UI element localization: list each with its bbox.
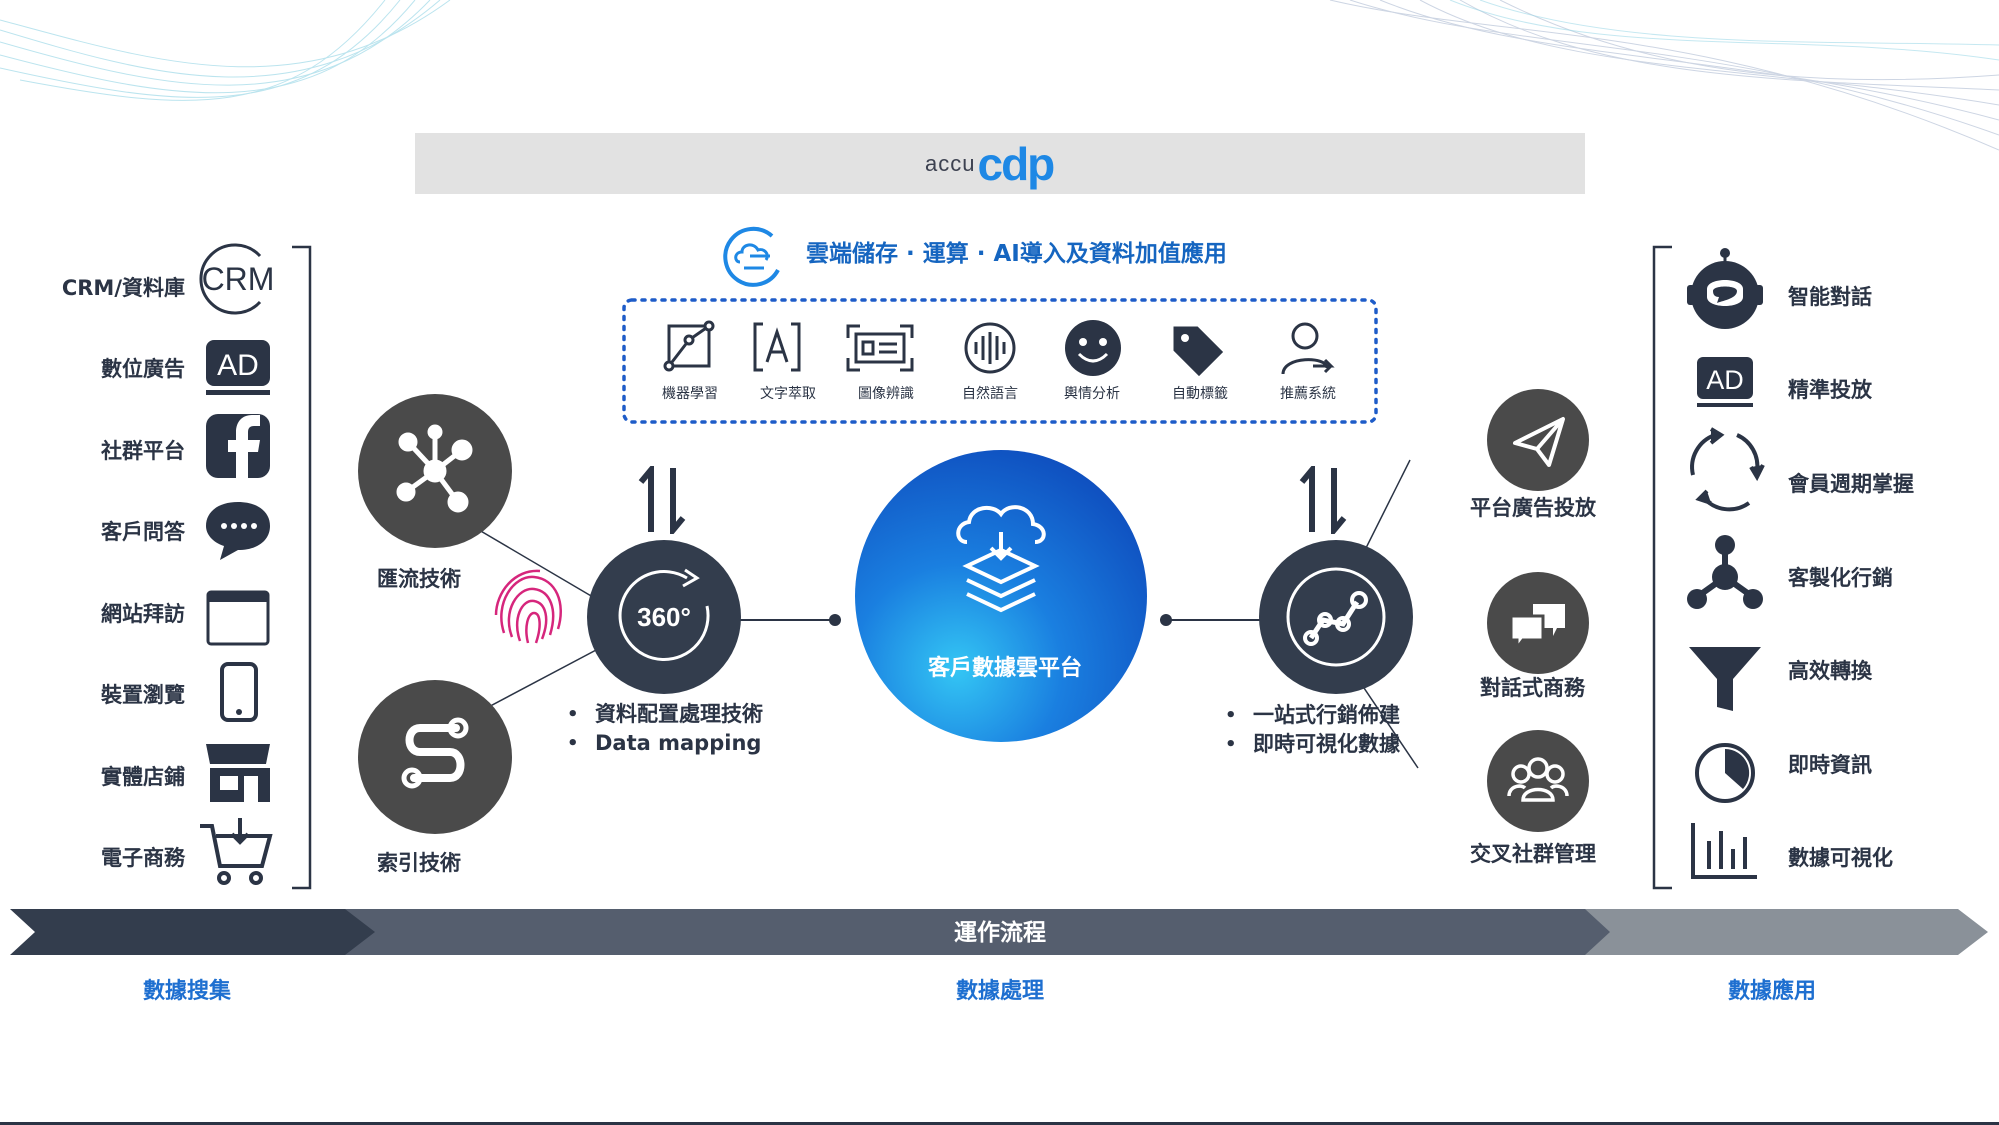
application-label-conversion: 高效轉換 xyxy=(1788,659,1872,683)
stage-label-collection: 數據搜集 xyxy=(143,979,232,1004)
processing-bullet: 資料配置處理技術 xyxy=(565,700,763,729)
source-label-device: 裝置瀏覽 xyxy=(101,683,185,707)
ingest-label: 匯流技術 xyxy=(377,567,461,591)
badge-360-node: 360° xyxy=(587,540,741,694)
source-icons: CRM AD xyxy=(199,243,275,885)
processing-bullet: Data mapping xyxy=(565,729,763,758)
source-label-qa: 客戶問答 xyxy=(101,520,185,544)
ingest-node xyxy=(358,394,512,548)
activation-node-label: 平台廣告投放 xyxy=(1470,496,1596,520)
source-label-store: 實體店鋪 xyxy=(101,765,185,789)
activation-node-label: 對話式商務 xyxy=(1480,676,1585,700)
machine-learning-icon xyxy=(663,320,715,372)
svg-text:CRM: CRM xyxy=(202,261,275,297)
ai-tools-box xyxy=(622,298,1378,424)
ad-delivery-node xyxy=(1487,389,1589,491)
workflow-title: 運作流程 xyxy=(954,920,1046,946)
application-icons: AD xyxy=(1687,248,1765,879)
tool-label-nlp: 自然語言 xyxy=(962,386,1018,402)
sync-arrows-right-icon xyxy=(1299,466,1347,534)
tool-label-tag: 自動標籤 xyxy=(1172,386,1228,402)
sync-arrows-left-icon xyxy=(638,466,686,534)
index-label: 索引技術 xyxy=(377,851,461,875)
community-icon xyxy=(1507,757,1569,802)
activation-bullet: 即時可視化數據 xyxy=(1223,730,1400,759)
network-icon xyxy=(1687,535,1763,609)
tool-label-sentiment: 輿情分析 xyxy=(1064,386,1120,402)
browser-window-icon xyxy=(206,590,270,646)
chat-bubble-icon xyxy=(206,502,270,560)
processing-bullets: 資料配置處理技術 Data mapping xyxy=(565,700,763,758)
tool-label-text: 文字萃取 xyxy=(760,386,816,402)
stage-arrow-collection xyxy=(10,909,375,955)
clock-icon xyxy=(1695,743,1755,803)
shopping-cart-icon xyxy=(200,818,273,885)
cloud-database-icon xyxy=(956,505,1046,613)
badge-360-text: 360° xyxy=(637,602,691,632)
text-extraction-icon xyxy=(753,322,801,372)
bottom-border xyxy=(0,1122,1999,1125)
stage-arrow-application xyxy=(1580,909,1988,955)
activation-bullets: 一站式行銷佈建 即時可視化數據 xyxy=(1223,701,1400,759)
facebook-icon xyxy=(206,414,270,478)
source-label-ad: 數位廣告 xyxy=(101,357,185,381)
application-label-targeting: 精準投放 xyxy=(1788,378,1872,402)
paper-plane-icon xyxy=(1513,417,1565,467)
left-bracket xyxy=(292,245,312,890)
tool-label-recommend: 推薦系統 xyxy=(1280,386,1336,402)
tool-label-image: 圖像辨識 xyxy=(858,386,914,402)
funnel-icon xyxy=(1689,647,1761,711)
conversational-commerce-node xyxy=(1487,572,1589,674)
recommendation-icon xyxy=(1281,322,1335,375)
cdp-platform-label: 客戶數據雲平台 xyxy=(927,656,1082,681)
sentiment-icon xyxy=(1065,320,1121,376)
tool-label-ml: 機器學習 xyxy=(662,386,718,402)
index-node xyxy=(358,680,512,834)
source-label-crm: CRM/資料庫 xyxy=(61,276,185,300)
tag-icon xyxy=(1173,326,1224,377)
subtitle: 雲端儲存 · 運算 · AI導入及資料加值應用 xyxy=(806,241,1227,267)
chatbot-icon xyxy=(1687,248,1763,329)
activation-hub-node xyxy=(1259,540,1413,694)
stage-label-processing: 數據處理 xyxy=(956,979,1045,1004)
logo-banner xyxy=(415,133,1585,194)
image-recognition-icon xyxy=(846,324,914,372)
stage-arrow-processing xyxy=(340,909,1610,955)
source-label-social: 社群平台 xyxy=(101,439,185,463)
application-label-custom: 客製化行銷 xyxy=(1788,566,1893,590)
chat-bubbles-icon xyxy=(1509,604,1565,653)
activation-node-label: 交叉社群管理 xyxy=(1470,842,1596,866)
cloud-ai-icon xyxy=(723,226,780,287)
application-label-chat: 智能對話 xyxy=(1788,285,1872,309)
accucdp-logo: accu cdp xyxy=(925,133,1055,194)
ai-tool-icons xyxy=(663,320,1335,377)
right-bracket xyxy=(1652,245,1672,890)
application-label-lifecycle: 會員週期掌握 xyxy=(1788,472,1914,496)
smartphone-icon xyxy=(220,662,258,722)
store-icon xyxy=(206,744,270,802)
fingerprint-icon xyxy=(494,569,562,644)
bar-chart-icon xyxy=(1691,823,1757,879)
workflow-arrow-bar xyxy=(10,909,1988,955)
logo-main: cdp xyxy=(977,137,1055,190)
community-node xyxy=(1487,730,1589,832)
cycle-icon xyxy=(1690,427,1765,512)
ad-icon: AD xyxy=(1697,357,1753,407)
source-label-web: 網站拜訪 xyxy=(101,602,185,626)
application-label-viz: 數據可視化 xyxy=(1788,846,1893,870)
svg-text:AD: AD xyxy=(217,349,259,382)
activation-bullet: 一站式行銷佈建 xyxy=(1223,701,1400,730)
ad-icon: AD xyxy=(206,340,270,395)
crm-icon: CRM xyxy=(199,243,275,315)
svg-text:AD: AD xyxy=(1706,365,1744,395)
stage-label-application: 數據應用 xyxy=(1728,979,1817,1004)
cdp-platform-circle xyxy=(855,450,1147,742)
natural-language-icon xyxy=(964,322,1016,374)
source-label-ecommerce: 電子商務 xyxy=(101,846,185,870)
logo-prefix: accu xyxy=(925,150,976,176)
application-label-realtime: 即時資訊 xyxy=(1788,753,1872,777)
